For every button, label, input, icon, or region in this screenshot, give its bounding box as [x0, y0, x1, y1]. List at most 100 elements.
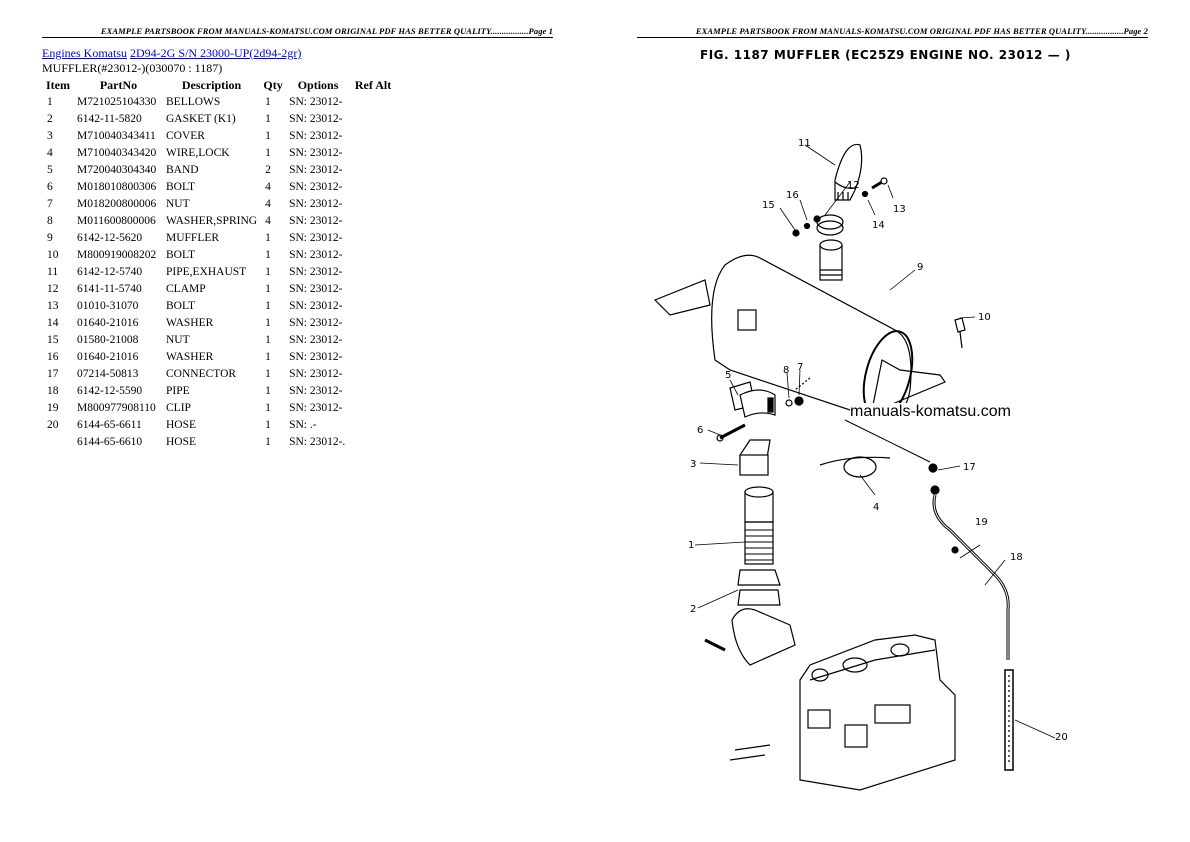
breadcrumb: Engines Komatsu 2D94-2G S/N 23000-UP(2d9…	[42, 46, 301, 61]
cell-options: SN: 23012-	[289, 350, 343, 363]
cell-ref-alt	[350, 93, 396, 110]
col-header-ref-alt: Ref Alt	[354, 77, 392, 92]
cell-ref-alt	[350, 297, 396, 314]
cell-description: COVER	[166, 129, 205, 142]
cell-item: 20	[47, 418, 59, 431]
cell-ref-alt	[350, 280, 396, 297]
cell-item: 12	[47, 282, 59, 295]
cell-item: 17	[47, 367, 59, 380]
cell-description: PIPE	[166, 384, 190, 397]
cell-description: MUFFLER	[166, 231, 220, 244]
cell-item: 18	[47, 384, 59, 397]
col-header-item: Item	[46, 77, 70, 92]
cell-ref-alt	[350, 382, 396, 399]
table-header-row: Item PartNo Description Qty Options Ref …	[42, 77, 396, 93]
cell-qty: 1	[265, 435, 271, 448]
cell-partno: M710040343411	[77, 129, 156, 142]
cell-description: CLAMP	[166, 282, 206, 295]
section-title: MUFFLER(#23012-)(030070 : 1187)	[42, 61, 223, 75]
cell-description: HOSE	[166, 418, 197, 431]
callout-2: 2	[690, 604, 696, 615]
callout-6: 6	[697, 425, 703, 436]
cell-ref-alt	[350, 195, 396, 212]
cell-options: SN: 23012-	[289, 163, 343, 176]
parts-table: Item PartNo Description Qty Options Ref …	[42, 77, 396, 450]
cell-options: SN: 23012-	[289, 129, 343, 142]
cell-qty: 1	[265, 231, 271, 244]
col-header-description: Description	[181, 77, 242, 92]
cell-ref-alt	[350, 348, 396, 365]
cell-item: 15	[47, 333, 59, 346]
cell-options: SN: 23012-	[289, 265, 343, 278]
cell-ref-alt	[350, 331, 396, 348]
callout-5: 5	[725, 370, 731, 381]
exhaust-pipe-part-icon	[834, 143, 863, 201]
cell-partno: M018200800006	[77, 197, 157, 210]
callout-4: 4	[873, 502, 879, 513]
callout-14: 14	[872, 220, 885, 231]
cell-description: NUT	[166, 197, 190, 210]
cell-partno: 01640-21016	[77, 316, 139, 329]
cell-qty: 1	[265, 418, 271, 431]
cell-item: 2	[47, 112, 53, 125]
cell-partno: 6142-12-5590	[77, 384, 143, 397]
cell-qty: 1	[265, 129, 271, 142]
cell-options: SN: 23012-	[289, 248, 343, 261]
cell-item: 11	[47, 265, 59, 278]
cell-item: 14	[47, 316, 59, 329]
cell-item	[42, 433, 74, 450]
callout-12: 12	[847, 180, 860, 191]
cell-qty: 1	[265, 401, 271, 414]
callout-10: 10	[978, 312, 991, 323]
cell-ref-alt	[350, 365, 396, 382]
cell-ref-alt	[350, 178, 396, 195]
cell-qty: 4	[265, 180, 271, 193]
cell-ref-alt	[350, 246, 396, 263]
cell-qty: 2	[265, 163, 271, 176]
cell-qty: 1	[265, 333, 271, 346]
callout-8: 8	[783, 365, 789, 376]
cell-options: SN: .-	[289, 418, 317, 431]
page-header: EXAMPLE PARTSBOOK FROM MANUALS-KOMATSU.C…	[637, 26, 1148, 38]
cell-options: SN: 23012-	[289, 367, 343, 380]
col-header-options: Options	[297, 77, 339, 92]
cell-options: SN: 23012-	[289, 146, 343, 159]
cell-description: CLIP	[166, 401, 191, 414]
cell-item: 9	[47, 231, 53, 244]
cell-partno: M710040343420	[77, 146, 157, 159]
cell-ref-alt	[350, 399, 396, 416]
cell-item: 10	[47, 248, 59, 261]
cell-options: SN: 23012-	[289, 214, 343, 227]
page-2: EXAMPLE PARTSBOOK FROM MANUALS-KOMATSU.C…	[595, 0, 1190, 842]
cell-partno: M018010800306	[77, 180, 157, 193]
cell-item: 13	[47, 299, 59, 312]
cell-description: WIRE,LOCK	[166, 146, 230, 159]
cell-partno: 6144-65-6611	[77, 418, 142, 431]
cell-partno: M800919008202	[77, 248, 157, 261]
callout-19: 19	[975, 517, 988, 528]
cell-description: WASHER	[166, 316, 214, 329]
breadcrumb-link-engines-komatsu[interactable]: Engines Komatsu	[42, 46, 127, 60]
breadcrumb-link-model[interactable]: 2D94-2G S/N 23000-UP(2d94-2gr)	[130, 46, 302, 60]
cell-options: SN: 23012-	[289, 333, 343, 346]
cell-ref-alt	[350, 144, 396, 161]
callout-1: 1	[688, 540, 694, 551]
exploded-parts-diagram: 11 12 13 14 15 16 9 10 8 7 5 6 3 4 1 2 1…	[653, 138, 1068, 791]
cell-ref-alt	[350, 416, 396, 433]
cell-options: SN: 23012-	[289, 299, 343, 312]
cell-qty: 1	[265, 112, 271, 125]
callout-15: 15	[762, 200, 775, 211]
cell-description: WASHER,SPRING	[166, 214, 258, 227]
cell-item: 6	[47, 180, 53, 193]
